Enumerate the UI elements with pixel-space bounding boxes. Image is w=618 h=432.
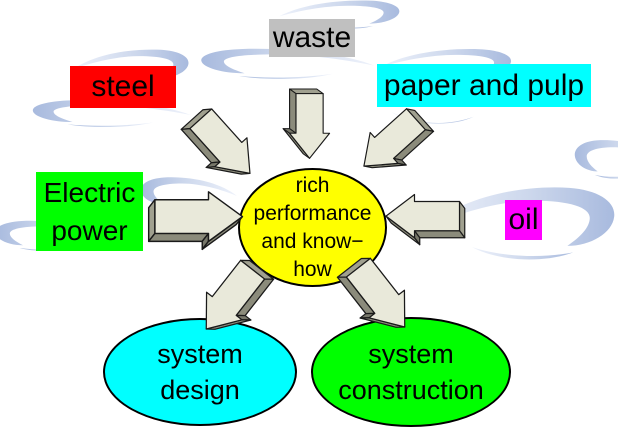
- label-steel-text: steel: [91, 70, 155, 104]
- label-waste: waste: [269, 19, 355, 57]
- center-line-3: and know−: [261, 229, 364, 253]
- label-steel: steel: [70, 66, 176, 108]
- label-oil-text: oil: [508, 203, 539, 237]
- arrow-oil-to-center-icon: [383, 193, 467, 247]
- arrow-electric-to-center-icon: [146, 190, 246, 252]
- system-design-line2: design: [160, 375, 240, 405]
- label-electric-power-line2: power: [51, 214, 128, 246]
- label-waste-text: waste: [272, 21, 352, 55]
- wind-swirl-icon: [572, 134, 618, 180]
- label-electric-power-line1: Electric: [43, 176, 136, 208]
- label-electric-power: Electric power: [36, 172, 143, 251]
- label-oil: oil: [505, 200, 542, 240]
- system-construction-line1: system: [368, 339, 454, 369]
- center-line-1: rich: [295, 173, 330, 197]
- system-design-line1: system: [157, 339, 243, 369]
- ellipse-system-design: system design: [103, 318, 297, 426]
- system-construction-line2: construction: [338, 375, 484, 405]
- center-line-4: how: [293, 257, 332, 281]
- label-paper-and-pulp-text: paper and pulp: [383, 68, 585, 102]
- label-paper-and-pulp: paper and pulp: [377, 64, 591, 107]
- arrow-waste-to-center-icon: [281, 87, 331, 161]
- ellipse-system-construction: system construction: [311, 317, 511, 427]
- center-line-2: performance: [253, 201, 372, 225]
